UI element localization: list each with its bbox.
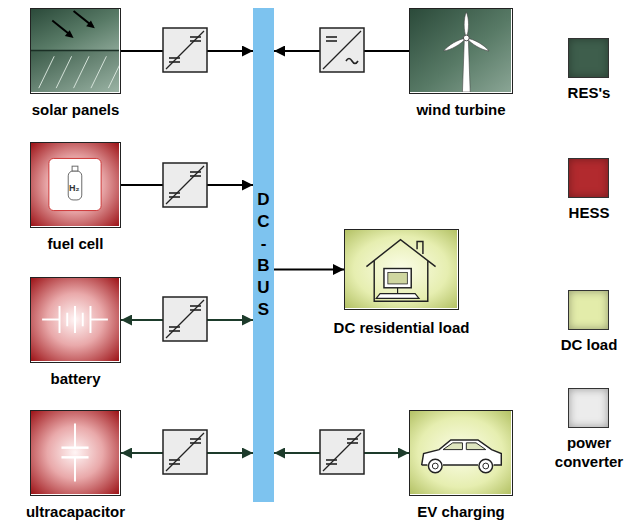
ev-illustration (410, 411, 511, 494)
legend-label: RES's (548, 83, 630, 102)
ev-charging-box: EV charging (409, 410, 513, 496)
bus-label: DC-BUS (257, 189, 270, 321)
power-flow-line (274, 269, 344, 271)
battery-illustration (31, 278, 119, 361)
node-label: battery (50, 369, 100, 388)
gas-label: H₂ (69, 183, 80, 193)
node-label: EV charging (417, 502, 505, 521)
legend-swatch (568, 38, 609, 78)
legend-swatch (568, 290, 609, 330)
legend-label: DC load (548, 335, 630, 354)
legend-label: power converter (548, 433, 630, 471)
battery-box: battery (30, 277, 121, 363)
solar-illustration (31, 9, 119, 92)
legend-label: HESS (548, 203, 630, 222)
power-converter (320, 430, 364, 474)
legend-swatch (568, 158, 609, 198)
power-converter (163, 297, 207, 341)
node-label: fuel cell (48, 234, 104, 253)
ultracapacitor-box: ultracapacitor (30, 410, 121, 496)
power-converter (163, 163, 207, 207)
node-label: DC residential load (332, 318, 472, 337)
power-converter (320, 28, 364, 72)
node-label: ultracapacitor (26, 502, 125, 521)
dc-load-box: DC residential load (344, 229, 459, 310)
dc-bus: DC-BUS (253, 8, 274, 502)
wind-turbine-box: wind turbine (409, 8, 513, 94)
load-illustration (345, 230, 457, 308)
ucap-illustration (31, 411, 119, 494)
solar-panel-box: solar panels (30, 8, 121, 94)
node-label: wind turbine (416, 100, 505, 119)
legend-swatch (568, 388, 609, 428)
power-converter (163, 28, 207, 72)
power-converter (163, 430, 207, 474)
node-label: solar panels (32, 100, 120, 119)
wind-illustration (410, 9, 511, 92)
